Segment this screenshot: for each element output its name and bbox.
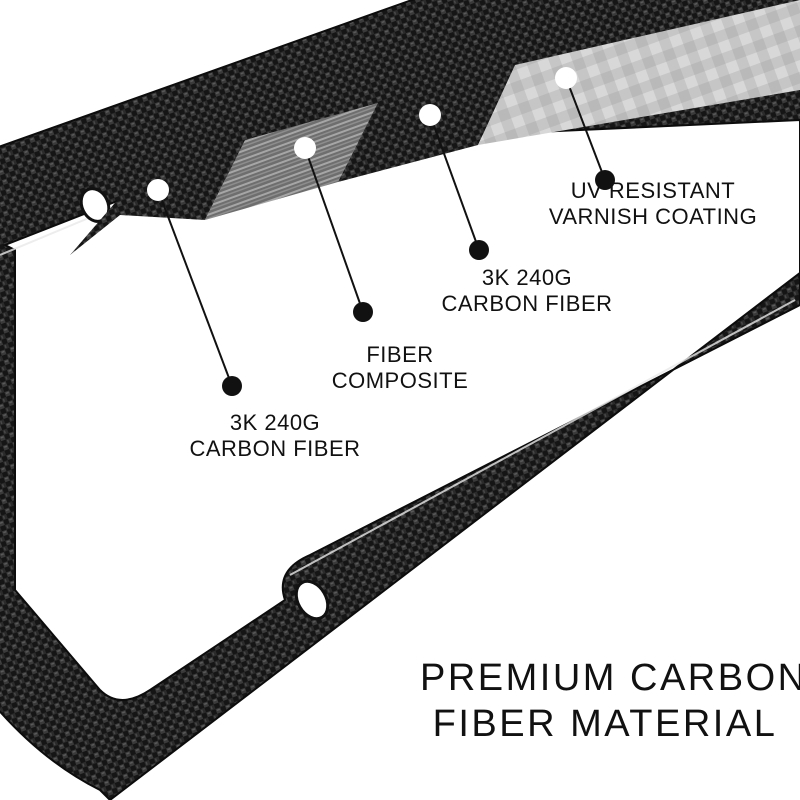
leader-dot-end-3 <box>469 240 489 260</box>
leader-dot-start-2 <box>294 137 316 159</box>
headline-line-2: FIBER MATERIAL <box>432 703 778 745</box>
callout-line: 3K 240G <box>229 410 321 435</box>
headline-line-1: PREMIUM CARBON <box>420 657 800 699</box>
headline: PREMIUM CARBON FIBER MATERIAL <box>420 655 800 747</box>
callout-3k-240g-carbon-fiber-bottom: 3K 240G CARBON FIBER <box>180 410 370 462</box>
leader-dot-start-4 <box>555 67 577 89</box>
callout-line: FIBER <box>366 342 434 367</box>
leader-line-2 <box>304 147 364 313</box>
callout-line: UV RESISTANT <box>570 178 736 203</box>
callout-line: CARBON FIBER <box>441 291 613 316</box>
callout-3k-240g-carbon-fiber-top: 3K 240G CARBON FIBER <box>432 265 622 317</box>
layer-uv-coating-band <box>478 0 800 145</box>
leader-dot-end-4 <box>595 170 615 190</box>
callout-line: COMPOSITE <box>331 368 469 393</box>
layer-composite <box>205 103 378 220</box>
leader-dot-end-1 <box>222 376 242 396</box>
leader-dot-end-2 <box>353 302 373 322</box>
leader-line-3 <box>429 114 480 251</box>
leader-line-4 <box>565 77 606 181</box>
leader-dot-start-3 <box>419 104 441 126</box>
callout-uv-resistant-varnish-coating: UV RESISTANT VARNISH COATING <box>538 178 768 230</box>
frame-mounting-hole-bottom <box>294 579 330 621</box>
callout-line: VARNISH COATING <box>548 204 758 229</box>
callout-line: CARBON FIBER <box>189 436 361 461</box>
callout-fiber-composite: FIBER COMPOSITE <box>325 342 475 394</box>
leader-dot-start-1 <box>147 179 169 201</box>
leader-line-1 <box>157 189 233 387</box>
callout-line: 3K 240G <box>481 265 573 290</box>
